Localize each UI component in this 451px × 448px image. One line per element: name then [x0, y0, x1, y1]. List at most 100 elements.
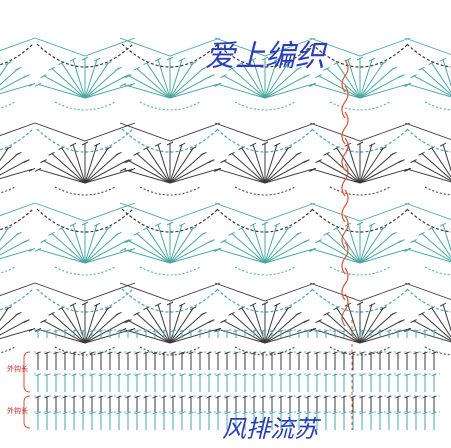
post-bar [89, 411, 95, 415]
post-bar [107, 329, 113, 333]
wave-line [0, 202, 36, 217]
post-bar [224, 411, 230, 415]
fan-stitch [0, 232, 19, 251]
stitch-bar [418, 231, 425, 236]
post-bar [368, 373, 374, 377]
stitch-bar [418, 151, 425, 156]
fan-stitch [146, 62, 171, 99]
stitch-bar [368, 142, 376, 147]
red-marker [341, 189, 349, 223]
post-bar [44, 329, 50, 333]
fan-stitch [169, 304, 183, 344]
post-bar [179, 373, 185, 377]
post-bar [197, 373, 203, 377]
post-bar [332, 351, 338, 355]
fan-stitch [312, 83, 361, 99]
stitch-bar [323, 311, 330, 316]
fan-stitch [359, 232, 394, 264]
chain-loop [0, 186, 16, 194]
post-bar [215, 411, 221, 415]
stitch-bar [15, 151, 22, 156]
stitch-bar [190, 61, 197, 66]
post-bar [287, 395, 293, 399]
fan-stitch [84, 307, 109, 344]
stitch-bar [123, 239, 130, 244]
chain-arch [0, 288, 34, 311]
wave-line [404, 37, 451, 56]
stitch-bar [315, 159, 322, 164]
stitch-bar [323, 231, 330, 236]
fan-stitch [128, 320, 171, 344]
stitch-bar [48, 151, 55, 156]
fan-stitch [318, 75, 361, 99]
post-bar [188, 411, 194, 415]
red-marker [341, 85, 349, 119]
fan-stitch [122, 328, 171, 344]
stitch-bar [404, 82, 412, 87]
fan-stitch [442, 224, 451, 252]
stitch-bar [285, 306, 292, 311]
post-bar [134, 411, 140, 415]
post-bar [53, 373, 59, 377]
fan-stitch [169, 307, 194, 344]
post-bar [125, 395, 131, 399]
wave-line [404, 282, 451, 301]
fan-stitch [359, 240, 402, 264]
wave-line [214, 37, 316, 57]
post-bar [152, 373, 158, 377]
post-bar [35, 411, 41, 415]
wave-line [404, 122, 451, 141]
chain-arch [216, 208, 314, 233]
fan-stitch [128, 75, 171, 99]
fan-stitch [442, 59, 451, 87]
post-bar [71, 411, 77, 415]
chain-arch [216, 43, 314, 68]
fan-stitch [0, 75, 27, 91]
stitch-bar [220, 239, 227, 244]
post-bar [242, 351, 248, 355]
fan-stitch [421, 232, 451, 261]
post-bar [170, 351, 176, 355]
stitch-bar [228, 66, 235, 71]
post-bar [341, 373, 347, 377]
post-bar [350, 351, 356, 355]
fan-stitch [84, 144, 98, 184]
stitch-bar [119, 327, 127, 332]
post-bar [404, 329, 410, 333]
chain-loop [234, 186, 296, 196]
row-bracket [23, 395, 31, 429]
fan-stitch [264, 67, 299, 99]
post-stitch-rows [23, 329, 440, 430]
fan-stitch [146, 227, 171, 264]
stitch-bar [309, 327, 317, 332]
chain-arch [0, 43, 34, 66]
post-bar [143, 395, 149, 399]
fan-stitch [359, 147, 384, 184]
fan-stitch [264, 232, 299, 264]
post-bar [377, 329, 383, 333]
stitch-bar [356, 56, 364, 61]
stitch-bar [439, 222, 447, 227]
post-bar [413, 395, 419, 399]
stitch-bar [178, 57, 186, 62]
stitch-bar [178, 142, 186, 147]
side-label-upper: 外钩长 [7, 364, 28, 373]
post-bar [368, 395, 374, 399]
post-bar [314, 329, 320, 333]
stitch-bar [398, 319, 405, 324]
stitch-bar [295, 151, 302, 156]
post-bar [152, 329, 158, 333]
stitch-bar [115, 66, 122, 71]
stitch-bar [356, 301, 364, 306]
stitch-bar [315, 319, 322, 324]
post-bar [431, 373, 437, 377]
wave-line [309, 282, 411, 302]
stitch-bar [48, 66, 55, 71]
stitch-bar [285, 226, 292, 231]
stitch-bar [133, 311, 140, 316]
post-bar [242, 329, 248, 333]
stitch-bar [166, 221, 174, 226]
stitch-bar [439, 57, 447, 62]
stitch-bar [404, 327, 412, 332]
fan-motif [34, 122, 136, 196]
